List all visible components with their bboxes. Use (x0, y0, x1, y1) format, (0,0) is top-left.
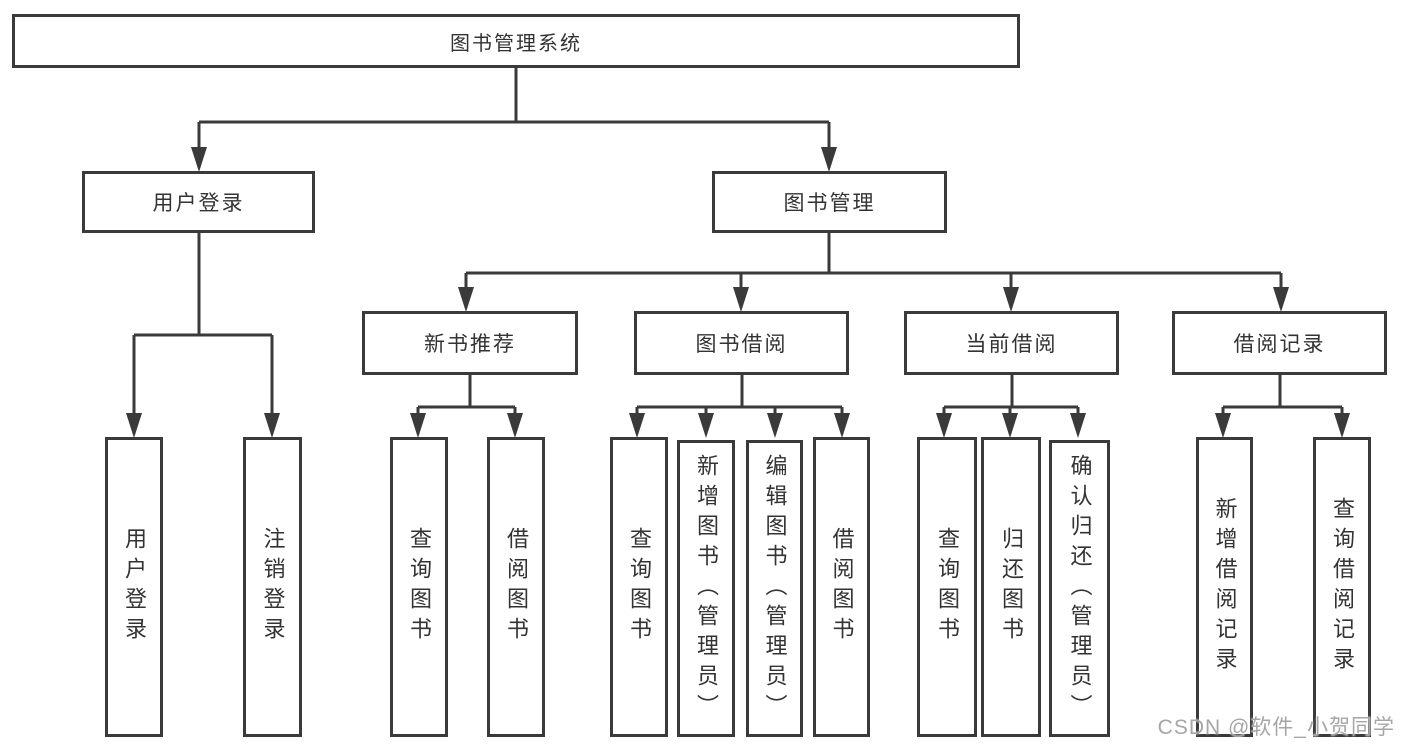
node-label: 确认归还（管理员） (1067, 453, 1093, 724)
node-current-borrowing: 当前借阅 (904, 311, 1119, 375)
leaf-confirm-return-admin: 确认归还（管理员） (1049, 440, 1110, 737)
leaf-add-borrow-record: 新增借阅记录 (1196, 437, 1253, 737)
node-new-book-recommend: 新书推荐 (362, 311, 578, 375)
node-label: 查询图书 (627, 527, 652, 647)
leaf-user-login: 用户登录 (105, 437, 163, 737)
node-label: 查询图书 (935, 527, 960, 647)
node-borrowing-records: 借阅记录 (1172, 311, 1387, 375)
node-label: 图书管理系统 (450, 32, 582, 55)
arrowheads (126, 147, 1350, 438)
leaf-add-book-admin: 新增图书（管理员） (677, 440, 735, 737)
node-label: 查询借阅记录 (1330, 497, 1355, 677)
node-label: 图书管理 (783, 192, 876, 215)
node-label: 新增借阅记录 (1212, 497, 1238, 677)
csdn-watermark: CSDN @软件_小贺同学 (1157, 716, 1395, 739)
node-label: 借阅图书 (504, 527, 529, 647)
node-label: 图书借阅 (695, 333, 788, 356)
node-label: 当前借阅 (965, 333, 1058, 356)
node-label: 编辑图书（管理员） (762, 453, 788, 724)
node-label: 归还图书 (999, 527, 1024, 647)
node-root-library-system: 图书管理系统 (12, 14, 1020, 68)
leaf-query-books-recommend: 查询图书 (390, 437, 448, 737)
node-label: 查询图书 (407, 527, 432, 647)
leaf-return-books: 归还图书 (981, 437, 1041, 737)
leaf-query-books-borrowing: 查询图书 (610, 437, 668, 737)
leaf-borrow-books-recommend: 借阅图书 (487, 437, 545, 737)
node-label: 新书推荐 (424, 333, 516, 356)
leaf-query-books-current: 查询图书 (917, 437, 977, 737)
node-label: 新增图书（管理员） (694, 453, 719, 724)
leaf-edit-book-admin: 编辑图书（管理员） (746, 440, 803, 737)
leaf-logout: 注销登录 (243, 437, 302, 737)
node-label: 用户登录 (122, 527, 147, 647)
node-label: 借阅图书 (829, 527, 855, 647)
node-label: 用户登录 (152, 192, 245, 215)
node-label: 借阅记录 (1233, 333, 1326, 356)
node-book-management: 图书管理 (712, 171, 947, 233)
leaf-borrow-books: 借阅图书 (813, 437, 870, 737)
node-book-borrowing: 图书借阅 (634, 311, 849, 375)
leaf-query-borrow-record: 查询借阅记录 (1313, 437, 1371, 737)
node-user-login: 用户登录 (82, 171, 315, 233)
node-label: 注销登录 (260, 527, 286, 647)
